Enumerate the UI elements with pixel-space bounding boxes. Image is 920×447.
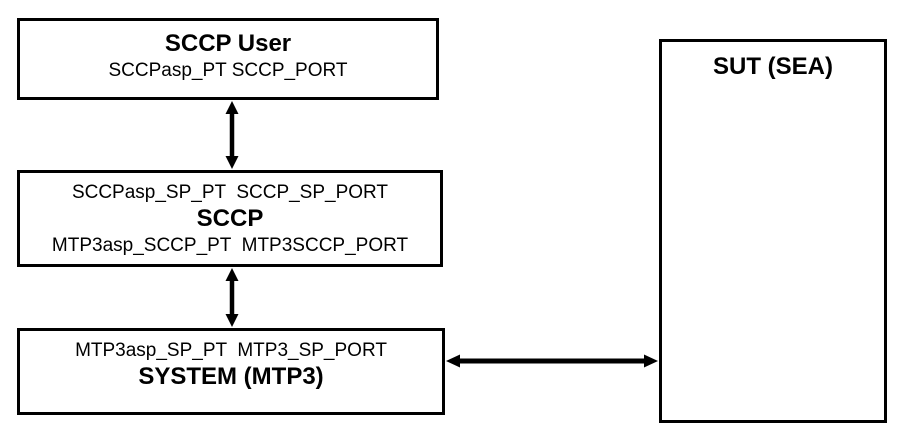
box-sccp: SCCPasp_SP_PT SCCP_SP_PORT SCCP MTP3asp_… bbox=[17, 170, 443, 267]
sccp-user-ports-label: SCCPasp_PT SCCP_PORT bbox=[108, 60, 348, 81]
box-sut: SUT (SEA) bbox=[659, 39, 887, 423]
arrow-sccpuser-to-sccp bbox=[225, 101, 239, 169]
system-mtp3-title: SYSTEM (MTP3) bbox=[138, 363, 324, 390]
system-mtp3-ports-label: MTP3asp_SP_PT MTP3_SP_PORT bbox=[75, 340, 387, 361]
sccp-bottom-ports-label: MTP3asp_SCCP_PT MTP3SCCP_PORT bbox=[51, 235, 409, 256]
sccp-title: SCCP bbox=[196, 205, 264, 232]
arrow-sccp-to-system bbox=[225, 268, 239, 327]
sccp-top-ports-label: SCCPasp_SP_PT SCCP_SP_PORT bbox=[71, 182, 389, 203]
box-system-mtp3: MTP3asp_SP_PT MTP3_SP_PORT SYSTEM (MTP3) bbox=[17, 328, 445, 415]
sut-title: SUT (SEA) bbox=[713, 53, 833, 80]
box-sccp-user: SCCP User SCCPasp_PT SCCP_PORT bbox=[17, 18, 439, 100]
sccp-user-title: SCCP User bbox=[164, 30, 292, 57]
arrow-system-to-sut bbox=[446, 354, 658, 368]
